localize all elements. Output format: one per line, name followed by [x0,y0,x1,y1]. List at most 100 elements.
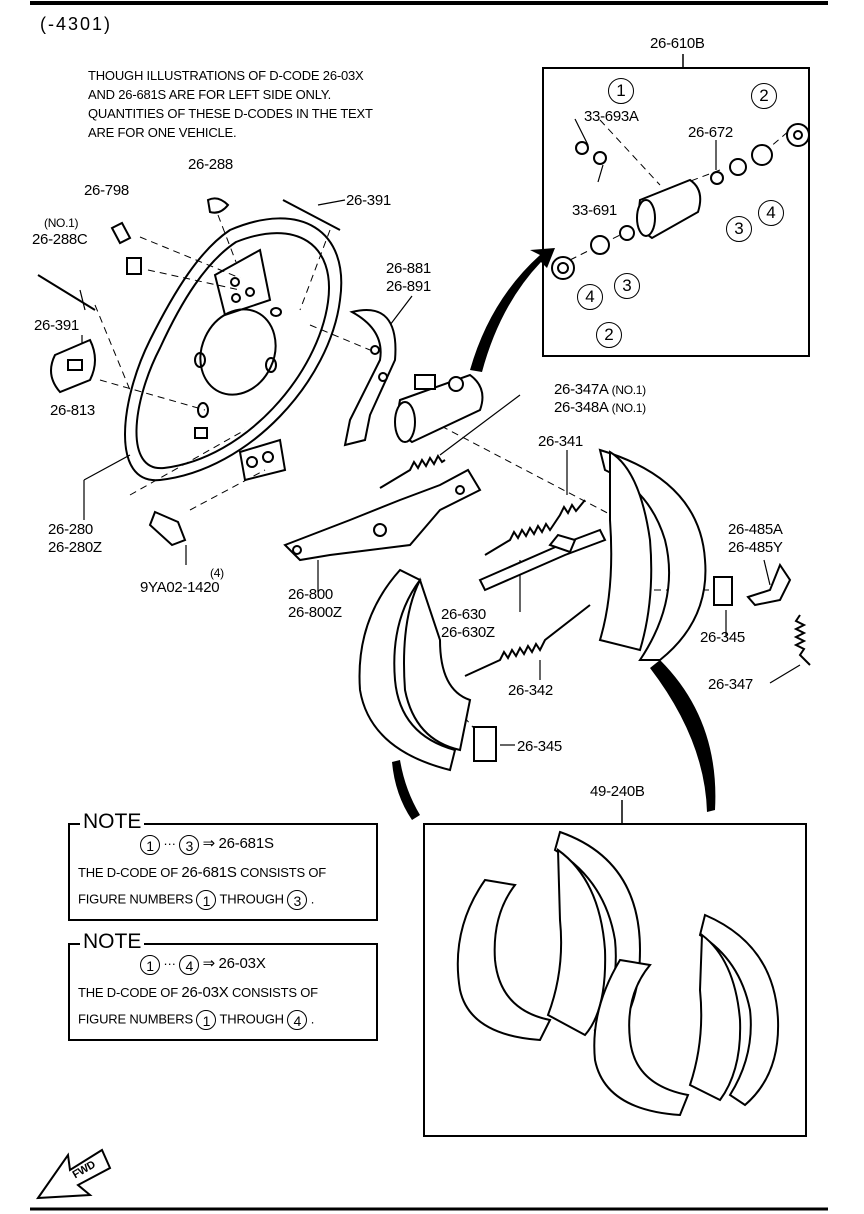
callout-3: 3 [726,216,752,242]
springs [379,454,811,677]
part-label-26-891[interactable]: 26-891 [386,278,431,295]
part-number: 26-348A [554,399,608,416]
note-dots: ··· [163,836,176,851]
intro-line: QUANTITIES OF THESE D-CODES IN THE TEXT [88,106,373,121]
note-dots: ··· [163,956,176,971]
part-qualifier: (NO.1) [611,401,647,415]
part-label-26-341[interactable]: 26-341 [538,433,583,450]
wheel-cylinder [394,373,484,444]
intro-line: AND 26-681S ARE FOR LEFT SIDE ONLY. [88,87,331,102]
callout-4: 4 [577,284,603,310]
callout-2: 2 [751,83,777,109]
figure-number-circle: 4 [179,954,200,975]
note-mapping: 1 ··· 4 ⇒ 26-03X [140,954,266,975]
note-mapping: 1 ··· 3 ⇒ 26-681S [140,834,274,855]
note-text: THE D-CODE OF 26-03X CONSISTS OF [78,984,318,1001]
part-label-26-347a[interactable]: 26-347A (NO.1) [554,382,646,398]
note-text-part: THROUGH [219,891,285,907]
bolts-and-plugs [37,197,341,547]
note-box [68,823,378,921]
part-label-26-630z[interactable]: 26-630Z [441,624,495,641]
shoe-adjuster-lever [283,468,482,562]
part-label-26-345[interactable]: 26-345 [517,738,562,755]
arrow-to-shoeset [650,660,716,812]
shoe-set-frame [423,823,807,1137]
figure-number-circle: 1 [140,954,160,975]
callout-2: 2 [596,322,622,348]
part-number: 26-347A [554,381,608,398]
adjuster-strut [478,528,607,592]
note-title: NOTE [80,930,145,954]
part-label-26-288[interactable]: 26-288 [188,156,233,173]
note-text-part: . [310,891,315,907]
part-label-26-485a[interactable]: 26-485A [728,521,783,538]
arrow-from-shoe [392,760,420,820]
note-text: FIGURE NUMBERS 1 THROUGH 3 . [78,890,314,910]
note-text-part: . [310,1011,315,1027]
part-label-26-800z[interactable]: 26-800Z [288,604,342,621]
figure-number-circle: 1 [196,890,217,910]
note-title: NOTE [80,810,145,834]
note-text-part: THE D-CODE OF [78,985,178,1000]
note-arrow: ⇒ [202,955,216,972]
note-text-part: FIGURE NUMBERS [78,891,193,907]
part-label-33-691[interactable]: 33-691 [572,202,617,219]
note-text: THE D-CODE OF 26-681S CONSISTS OF [78,864,326,881]
backing-plate [124,217,343,482]
diagram-code: (-4301) [40,14,113,34]
note-text-part: CONSISTS OF [240,865,327,880]
arrow-to-kit [470,248,555,372]
kit-cylinder [551,123,810,280]
part-label-26-345[interactable]: 26-345 [700,629,745,646]
part-label-26-813[interactable]: 26-813 [50,402,95,419]
part-label-33-693a[interactable]: 33-693A [584,108,639,125]
part-label-26-391[interactable]: 26-391 [346,192,391,209]
note-dcode: 26-681S [218,835,274,852]
part-qty: (4) [210,566,224,580]
part-qualifier: (NO.1) [611,383,647,397]
fwd-arrow [36,1148,112,1200]
figure-number-circle: 4 [287,1010,308,1030]
part-label-26-610b[interactable]: 26-610B [650,35,705,52]
intro-note: THOUGH ILLUSTRATIONS OF D-CODE 26-03X AN… [88,66,373,142]
note-arrow: ⇒ [202,835,216,852]
part-label-26-348a[interactable]: 26-348A (NO.1) [554,400,646,416]
part-label-26-800[interactable]: 26-800 [288,586,333,603]
note-text-part: CONSISTS OF [231,985,318,1000]
brake-shoes [358,448,792,772]
part-label-26-630[interactable]: 26-630 [441,606,486,623]
figure-number-circle: 3 [179,834,200,855]
intro-line: ARE FOR ONE VEHICLE. [88,125,237,140]
wheel-cylinder-kit-frame [542,67,810,357]
part-label-26-280z[interactable]: 26-280Z [48,539,102,556]
note-dcode: 26-03X [181,984,229,1001]
part-label-26-391[interactable]: 26-391 [34,317,79,334]
figure-number-circle: 3 [287,890,308,910]
figure-number-circle: 1 [140,834,160,855]
intro-line: THOUGH ILLUSTRATIONS OF D-CODE 26-03X [88,68,364,83]
figure-number-circle: 1 [196,1010,217,1030]
part-label-49-240b[interactable]: 49-240B [590,783,645,800]
callout-3: 3 [614,273,640,299]
part-qualifier: (NO.1) [44,216,79,230]
part-label-26-342[interactable]: 26-342 [508,682,553,699]
part-label-26-288c[interactable]: 26-288C [32,231,88,248]
note-dcode: 26-681S [181,864,237,881]
note-text-part: THE D-CODE OF [78,865,178,880]
callout-4: 4 [758,200,784,226]
note-dcode: 26-03X [218,955,266,972]
callout-1: 1 [608,78,634,104]
part-label-26-798[interactable]: 26-798 [84,182,129,199]
part-label-9ya02-1420[interactable]: 9YA02-1420 [140,579,220,596]
parking-brake-lever [343,309,397,447]
note-text: FIGURE NUMBERS 1 THROUGH 4 . [78,1010,314,1030]
part-label-26-280[interactable]: 26-280 [48,521,93,538]
part-label-26-881[interactable]: 26-881 [386,260,431,277]
part-label-26-672[interactable]: 26-672 [688,124,733,141]
note-text-part: FIGURE NUMBERS [78,1011,193,1027]
note-text-part: THROUGH [219,1011,285,1027]
note-box [68,943,378,1041]
part-label-26-485y[interactable]: 26-485Y [728,539,783,556]
part-label-26-347[interactable]: 26-347 [708,676,753,693]
